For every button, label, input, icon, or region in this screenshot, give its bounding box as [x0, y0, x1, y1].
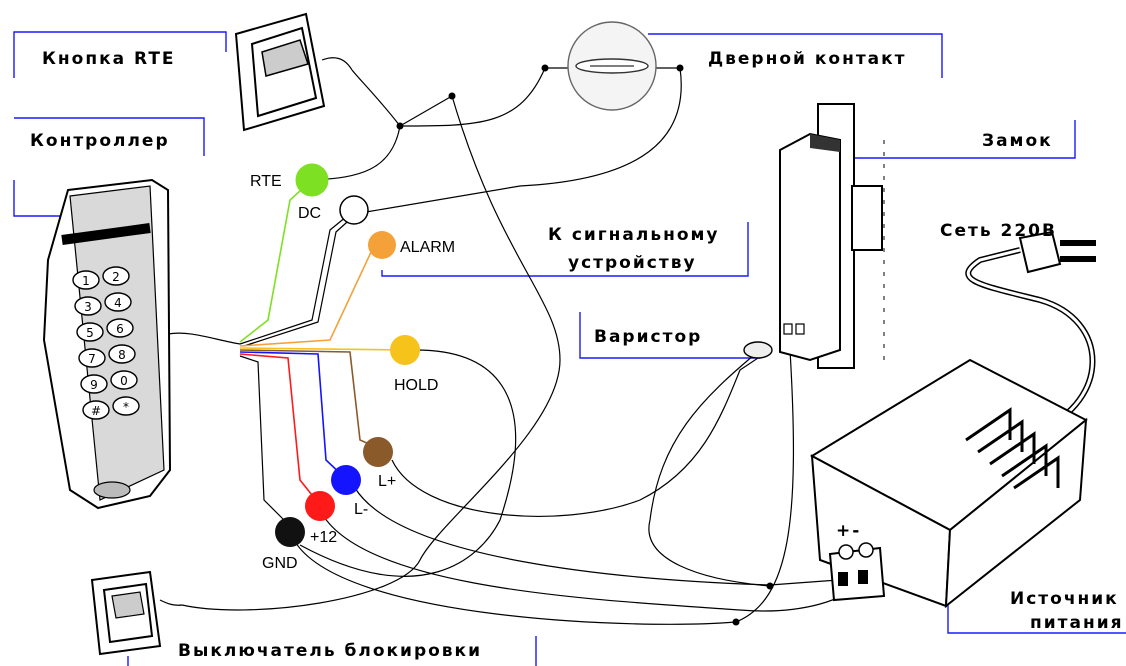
callout-controller-top: [14, 117, 205, 156]
callout-controller: [13, 180, 62, 217]
keypad-key: [72, 270, 100, 290]
callout-rte-button: [13, 31, 227, 78]
terminal-plus12-label: +12: [310, 529, 337, 546]
keypad-key-label: #: [91, 404, 101, 418]
terminal-dc-label: DC: [298, 205, 321, 222]
callout-door-contact: [648, 33, 943, 78]
keypad-key: [104, 292, 132, 312]
keypad-key: [110, 370, 138, 390]
keypad-key: [76, 322, 104, 342]
terminal-hold-label: HOLD: [394, 377, 438, 394]
terminal-alarm-dot: [368, 231, 396, 259]
label-mains: Сеть 220В: [940, 221, 1057, 241]
psu-polarity: +-: [836, 521, 861, 541]
keypad-key: [102, 266, 130, 286]
keypad-key: [108, 344, 136, 364]
keypad-key: [82, 400, 110, 420]
callout-varistor: [579, 312, 760, 359]
terminal-gnd-label: GND: [262, 555, 298, 572]
keypad-key: [78, 348, 106, 368]
terminal-rte-dot: [295, 163, 329, 197]
label-power-supply-line1: Источник: [1010, 589, 1119, 609]
terminal-l-plus-label: L+: [378, 473, 396, 490]
keypad-key-label: 4: [114, 296, 122, 310]
keypad-key: [112, 396, 140, 416]
keypad-key-label: 7: [88, 352, 96, 366]
keypad-key-label: 0: [120, 374, 128, 388]
label-signal-device-line1: К сигнальному: [548, 225, 720, 245]
label-signal-device-line2: устройству: [568, 253, 697, 273]
keypad-key: [106, 318, 134, 338]
keypad-key-label: *: [123, 400, 129, 414]
keypad-key-label: 6: [116, 322, 124, 336]
callout-signal-device: [381, 222, 749, 277]
callout-lock: [854, 120, 1076, 159]
terminal-hold-dot: [390, 335, 420, 365]
door-contact-icon: [567, 21, 657, 111]
terminal-dc-dot: [339, 195, 369, 225]
label-varistor: Варистор: [594, 327, 702, 347]
keypad-key: [74, 296, 102, 316]
controller-keypad-icon: 1 2 3 4 5 6 7 8 9 0 # *: [42, 178, 172, 510]
keypad-key-label: 8: [118, 348, 126, 362]
keypad-key-label: 5: [86, 326, 94, 340]
wires: [167, 64, 1096, 626]
lock-icon: [779, 103, 885, 369]
keypad-key-label: 3: [84, 300, 92, 314]
keypad-key-label: 2: [112, 270, 120, 284]
terminal-alarm-label: ALARM: [400, 239, 455, 256]
label-power-supply-line2: питания: [1030, 613, 1124, 633]
keypad-key-label: 1: [82, 274, 90, 288]
rte-button-icon: [234, 12, 353, 132]
label-door-contact: Дверной контакт: [708, 49, 907, 69]
terminal-l-minus-label: L-: [354, 501, 368, 518]
label-lock: Замок: [982, 131, 1053, 151]
label-block-switch: Выключатель блокировки: [178, 641, 482, 661]
mains-plug-icon: [1018, 230, 1096, 274]
label-rte-button: Кнопка RTE: [42, 49, 176, 69]
block-switch-icon: [90, 570, 183, 656]
terminal-rte-label: RTE: [250, 173, 282, 190]
label-controller: Контроллер: [30, 131, 170, 151]
keypad-key-label: 9: [90, 378, 98, 392]
keypad-key: [80, 374, 108, 394]
varistor-icon: [743, 341, 773, 359]
terminal-plus12-dot: [305, 491, 335, 521]
terminal-l-plus-dot: [363, 437, 393, 467]
terminal-l-minus-dot: [331, 465, 361, 495]
power-supply-icon: [809, 358, 1088, 609]
terminal-gnd-dot: [275, 517, 305, 547]
